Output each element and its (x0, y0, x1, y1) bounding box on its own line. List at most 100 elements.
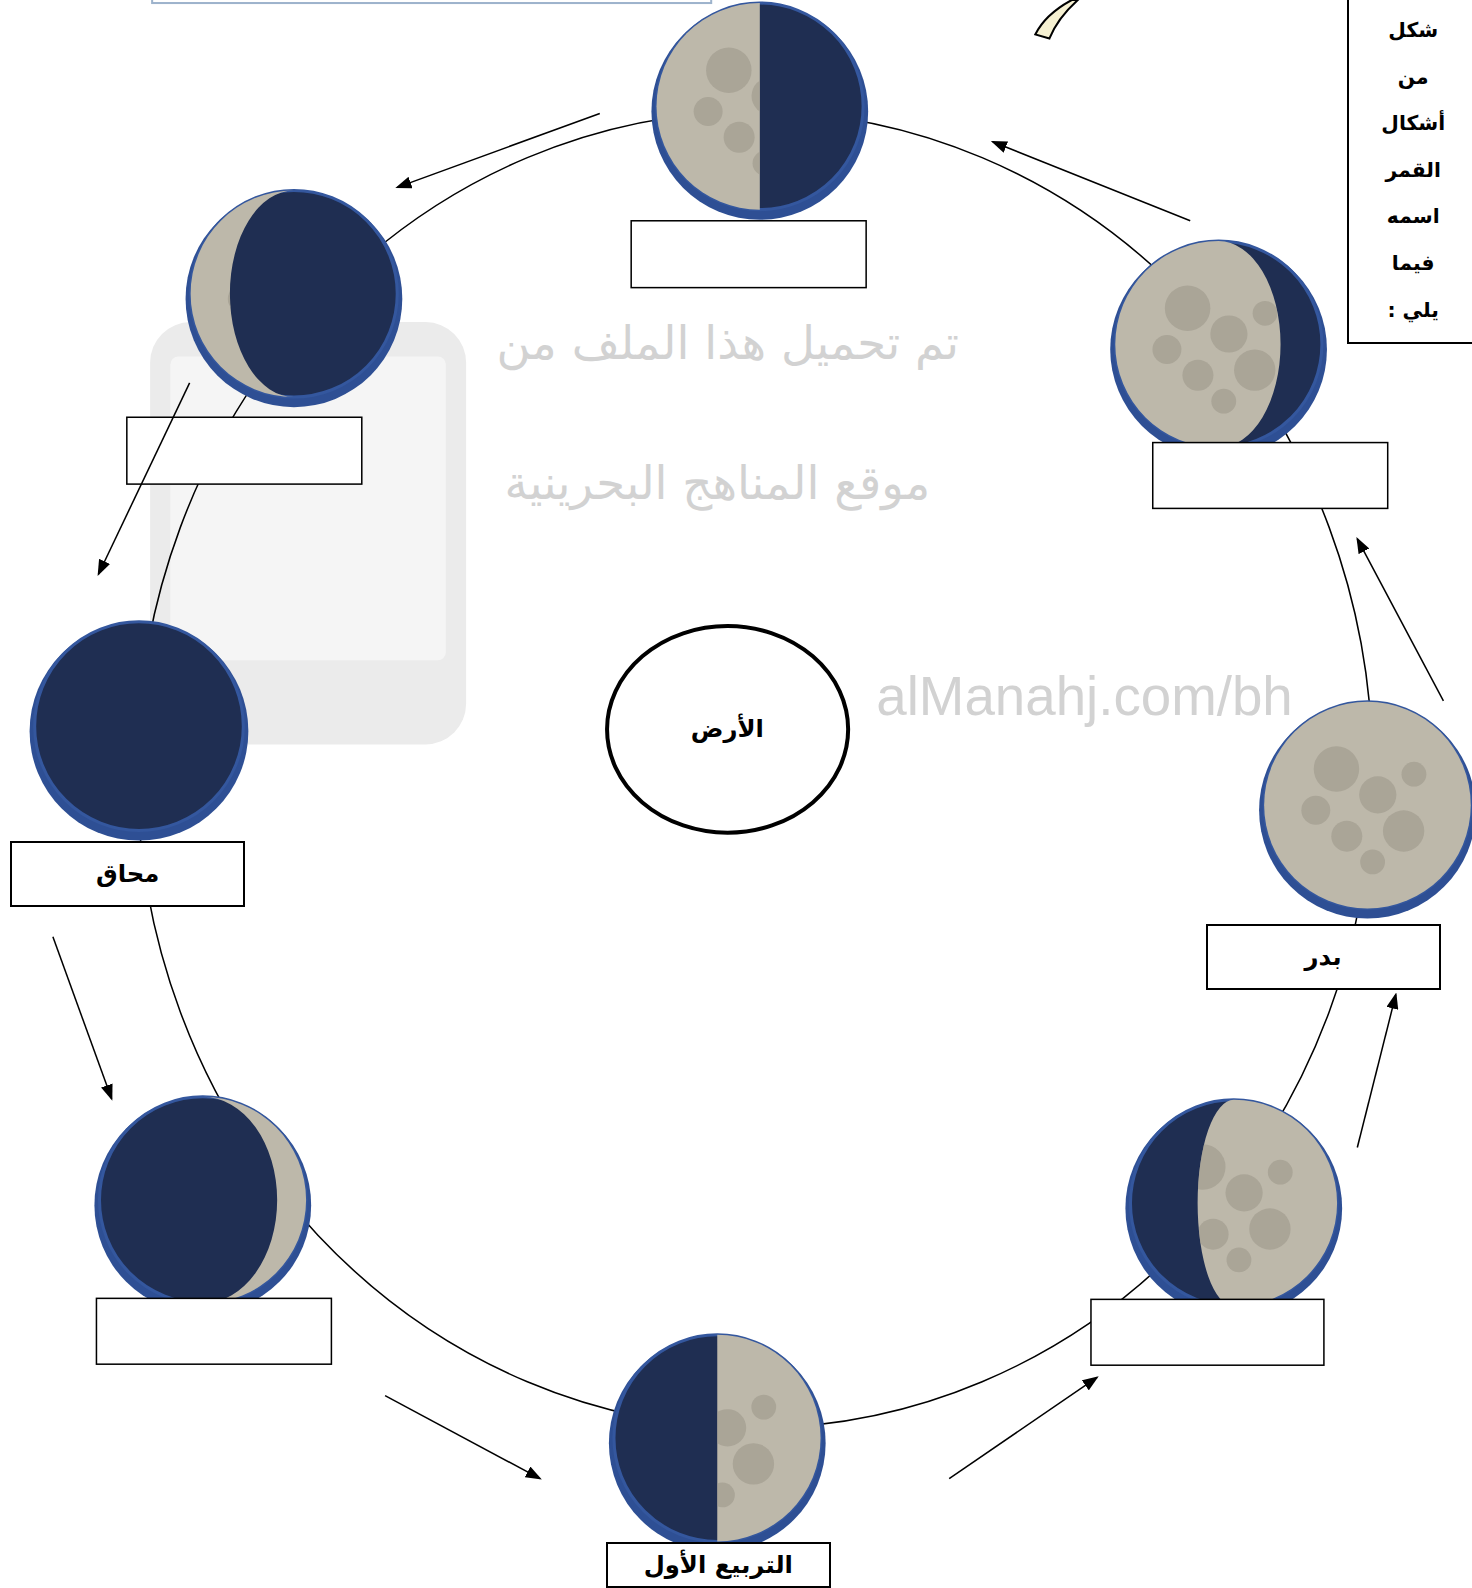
moon-crater (287, 338, 312, 363)
answer-box (1153, 443, 1388, 509)
moon-crater (1253, 301, 1278, 326)
watermark-text: تم تحميل هذا الملف من (496, 316, 959, 370)
moon-phase-image (609, 1335, 826, 1552)
moon-crater (258, 309, 289, 340)
moon-group (30, 3, 1472, 1552)
orbit-arrow (993, 142, 1190, 221)
moon-halo (1110, 241, 1327, 458)
orbit-line (137, 111, 1373, 1428)
moon-disk (656, 3, 863, 210)
phase-label-box: بدر (1206, 924, 1441, 990)
arrow-group (53, 113, 1444, 1478)
phase-name: محاق (96, 859, 159, 889)
moon-crater (753, 151, 778, 176)
moon-phase-image (186, 190, 403, 407)
moon-lit-part (203, 1097, 306, 1304)
orbit-arrow (1357, 539, 1443, 701)
moon-crater (1211, 389, 1236, 414)
moon-crater (775, 112, 816, 153)
moon-crater (1249, 1208, 1290, 1249)
moon-maria (1301, 746, 1426, 874)
answer-box (1091, 1299, 1324, 1365)
moon-lit-part (1115, 241, 1280, 448)
moon-crater (1198, 1219, 1229, 1250)
moon-phase-image (1125, 1100, 1342, 1317)
moon-maria (651, 1379, 776, 1507)
orbit-arrow (53, 937, 112, 1099)
moon-phase-image (651, 3, 868, 220)
moon-crater (1402, 762, 1427, 787)
moon-crater (1301, 796, 1330, 825)
moon-halo (94, 1097, 311, 1314)
moon-crater (724, 122, 755, 153)
moon-maria (228, 235, 353, 363)
moon-crater (1226, 1174, 1263, 1211)
moon-crater (1182, 360, 1213, 391)
moon-crater (1314, 746, 1359, 791)
moon-crater (237, 1157, 262, 1182)
phase-label-box: محاق (10, 841, 245, 907)
phase-name: الأرض (691, 714, 764, 744)
moon-crater (752, 77, 789, 114)
moon-crater (794, 63, 819, 88)
moon-crater (1331, 821, 1362, 852)
moon-crater (1227, 1248, 1252, 1273)
moon-phase-image (30, 622, 249, 841)
moon-maria (1152, 285, 1277, 413)
moon-crater (1210, 315, 1247, 352)
moon-phase-image (94, 1097, 311, 1314)
earth-circle: الأرض (604, 623, 851, 836)
moon-halo (651, 3, 868, 220)
moon-crater (733, 1443, 774, 1484)
moon-phase-image (1259, 702, 1472, 919)
moon-crater (681, 1454, 712, 1485)
moon-lit-part (1198, 1100, 1337, 1307)
empty-answer-boxes (96, 221, 1387, 1365)
moon-crater (195, 1171, 232, 1208)
moon-lit-part (191, 190, 294, 397)
moon-crater (664, 1379, 709, 1424)
moon-crater (1165, 285, 1210, 330)
orbit-arrow (397, 113, 600, 187)
moon-crater (1383, 810, 1424, 851)
answer-box (631, 221, 866, 288)
moon-halo (1259, 702, 1472, 919)
moon-disk (35, 622, 244, 831)
moon-disk (1264, 702, 1471, 909)
moon-disk (99, 1097, 306, 1304)
orbit-arrow (949, 1377, 1097, 1478)
moon-crater (309, 299, 350, 340)
moon-crater (240, 235, 285, 280)
answer-box (96, 1298, 331, 1364)
moon-crater (751, 1395, 776, 1420)
phase-label-box: التربيع الأول (606, 1542, 831, 1588)
moon-crater (328, 250, 353, 275)
moon-lit-part (656, 3, 759, 210)
orbit-arrow (385, 1396, 540, 1479)
moon-crater (1180, 1144, 1225, 1189)
moon-crater (1359, 776, 1396, 813)
phase-name: بدر (1304, 942, 1341, 972)
watermark-text: موقع المناهج البحرينية (505, 456, 931, 510)
moon-crater (709, 1409, 746, 1446)
moon-crater (228, 284, 257, 313)
moon-crater (196, 1245, 221, 1270)
moon-crater (167, 1216, 198, 1247)
instruction-box: شكل من أشكال القمر اسمه فيما يلي : (1347, 0, 1472, 344)
moon-crater (651, 1429, 680, 1458)
moon-phase-image (1110, 241, 1327, 458)
moon-crater (694, 97, 723, 126)
pencil-icon (1035, 0, 1078, 38)
moon-maria (694, 47, 819, 175)
moon-crater (1168, 1194, 1197, 1223)
moon-maria (137, 1141, 262, 1269)
moon-disk (614, 1335, 821, 1542)
header-frame (152, 0, 711, 3)
earth-ellipse (607, 626, 848, 833)
orbit-arrow (1357, 995, 1395, 1148)
moon-crater (149, 1141, 194, 1186)
moon-disk (191, 190, 398, 397)
moon-halo (1125, 1100, 1342, 1317)
moon-halo (186, 190, 403, 407)
